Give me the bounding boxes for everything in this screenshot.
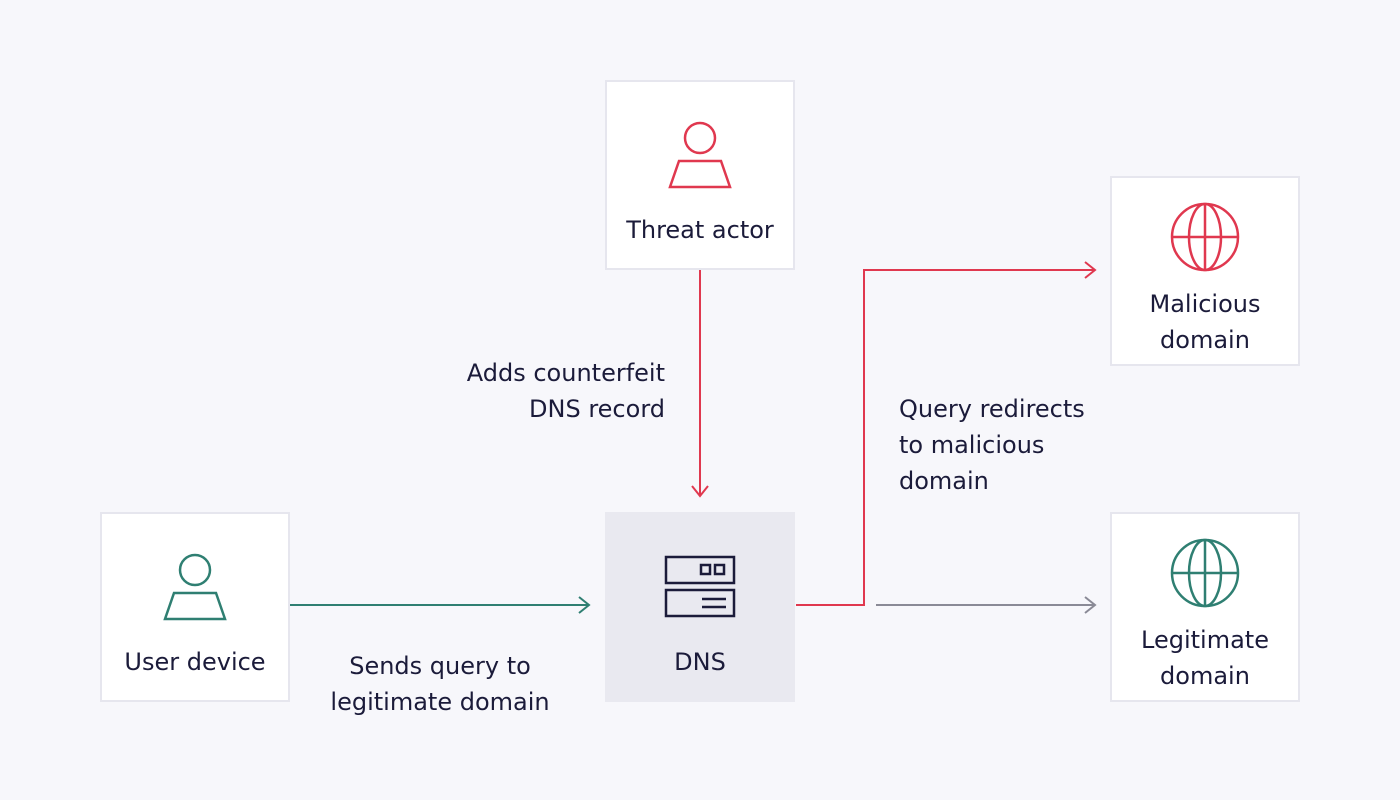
edge-label-user-to-dns: Sends query to legitimate domain	[330, 652, 550, 716]
globe-icon	[1170, 202, 1240, 272]
legitimate-domain-node: Legitimate domain	[1110, 512, 1300, 702]
legitimate-domain-label: Legitimate domain	[1141, 626, 1269, 690]
user-device-node: User device	[100, 512, 290, 702]
edge-threat-to-dns	[691, 270, 709, 498]
globe-icon	[1170, 538, 1240, 608]
dns-node: DNS	[605, 512, 795, 702]
edge-label-dns-to-malicious: Query redirects to malicious domain	[899, 395, 1085, 495]
edge-dns-to-legitimate	[876, 596, 1097, 614]
person-icon	[163, 553, 227, 621]
edge-label-threat-to-dns: Adds counterfeit DNS record	[466, 359, 665, 423]
threat-actor-node: Threat actor	[605, 80, 795, 270]
server-icon	[664, 555, 736, 618]
dns-label: DNS	[674, 648, 726, 676]
malicious-domain-label: Malicious domain	[1149, 290, 1261, 354]
person-icon	[668, 121, 732, 189]
edge-dns-to-malicious	[796, 261, 1097, 606]
threat-actor-label: Threat actor	[626, 216, 774, 244]
malicious-domain-node: Malicious domain	[1110, 176, 1300, 366]
edge-user-to-dns	[290, 596, 591, 614]
user-device-label: User device	[124, 648, 266, 676]
